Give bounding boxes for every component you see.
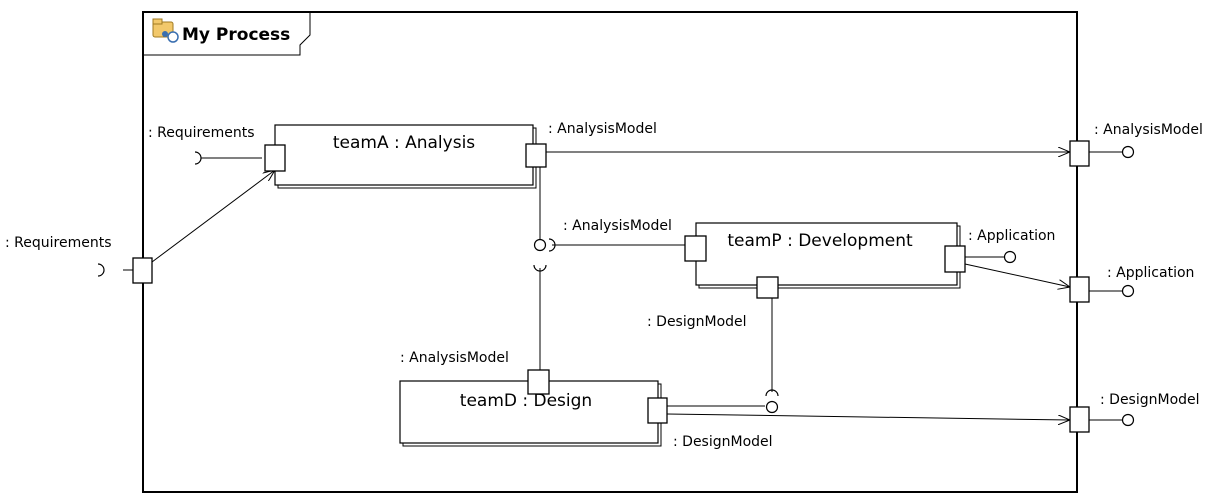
part-teamP[interactable]: teamP : Development bbox=[695, 222, 961, 289]
port-out-application[interactable] bbox=[1069, 276, 1090, 303]
label-teamD-design: : DesignModel bbox=[673, 434, 773, 450]
label-teamD-analysis: : AnalysisModel bbox=[400, 350, 509, 366]
port-teamP-design[interactable] bbox=[756, 276, 779, 299]
label-teamA-analysis: : AnalysisModel bbox=[548, 121, 657, 137]
label-teamP-design: : DesignModel bbox=[647, 314, 747, 330]
part-label-teamD: teamD : Design bbox=[460, 391, 592, 411]
provided-interface-ball-out-analysis bbox=[1121, 145, 1135, 159]
frame-title: My Process bbox=[182, 25, 290, 45]
label-teamP-application: : Application bbox=[968, 228, 1055, 244]
provided-interface-ball-teamP-application bbox=[1003, 250, 1017, 264]
label-out-application: : Application bbox=[1107, 265, 1194, 281]
required-interface-socket-teamA bbox=[194, 151, 202, 165]
part-teamA[interactable]: teamA : Analysis bbox=[274, 124, 537, 189]
label-teamA-requirements: : Requirements bbox=[148, 125, 255, 141]
port-teamA-requirements[interactable] bbox=[264, 144, 286, 172]
label-out-design: : DesignModel bbox=[1100, 392, 1200, 408]
required-interface-socket-teamP-design bbox=[765, 389, 779, 397]
connector-teamP-to-out-application[interactable] bbox=[964, 263, 1070, 287]
part-label-teamP: teamP : Development bbox=[727, 231, 913, 251]
port-teamA-analysis[interactable] bbox=[525, 143, 547, 168]
part-label-teamA: teamA : Analysis bbox=[333, 133, 475, 153]
process-icon bbox=[152, 18, 179, 43]
connector-teamD-to-out-design[interactable] bbox=[666, 413, 1070, 420]
connector-ext-req-to-teamA[interactable] bbox=[151, 170, 275, 263]
label-teamP-analysis: : AnalysisModel bbox=[563, 218, 672, 234]
provided-interface-ball-out-application bbox=[1121, 284, 1135, 298]
label-out-analysis: : AnalysisModel bbox=[1094, 122, 1203, 138]
port-teamP-analysis[interactable] bbox=[684, 235, 707, 262]
port-out-analysis[interactable] bbox=[1069, 140, 1090, 167]
label-ext-requirements: : Requirements bbox=[5, 235, 112, 251]
port-ext-requirements[interactable] bbox=[132, 257, 153, 284]
port-teamD-design[interactable] bbox=[647, 397, 668, 424]
provided-interface-ball-teamD-design bbox=[765, 400, 779, 414]
provided-interface-ball-out-design bbox=[1121, 413, 1135, 427]
required-interface-socket-ext bbox=[97, 263, 105, 277]
required-interface-socket-teamD-analysis bbox=[533, 264, 547, 272]
required-interface-socket-teamP-analysis bbox=[548, 238, 556, 252]
port-teamD-analysis[interactable] bbox=[527, 369, 550, 395]
port-teamP-application[interactable] bbox=[944, 245, 966, 273]
provided-interface-ball-analysis-junction bbox=[533, 238, 547, 252]
port-out-design[interactable] bbox=[1069, 406, 1090, 433]
